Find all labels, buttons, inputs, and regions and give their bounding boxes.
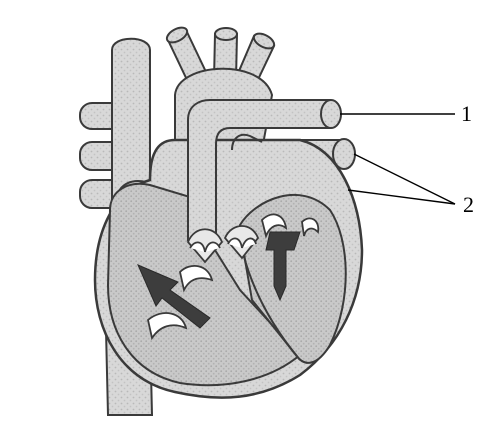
pulmonary-artery-opening: [321, 100, 341, 128]
label-1: 1: [461, 101, 472, 126]
label-2: 2: [463, 192, 474, 217]
